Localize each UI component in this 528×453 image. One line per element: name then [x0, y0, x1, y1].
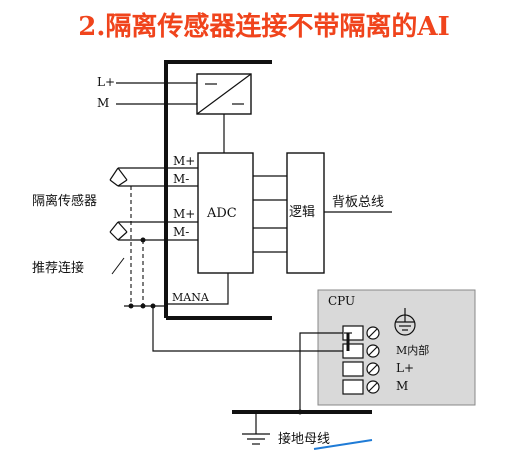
l-plus-label: L+ [97, 75, 116, 89]
adc-block [197, 152, 254, 274]
cpu-terminal-block [342, 325, 364, 395]
m-plus-label-1: M+ [173, 154, 196, 168]
logic-label: 逻辑 [289, 205, 316, 220]
mana-wire [166, 273, 229, 305]
recommended-connection-label: 推荐连接 [32, 261, 85, 276]
recommended-connection-pointer [111, 257, 125, 275]
isolated-sensor-label: 隔离传感器 [32, 194, 98, 209]
ground-symbol-icon [242, 433, 270, 445]
cpu-label: CPU [328, 294, 356, 308]
m-plus-label-2: M+ [173, 207, 196, 221]
m-minus-label-2: M- [173, 225, 190, 239]
module-frame [164, 60, 272, 320]
terminal-screw-icon [366, 326, 380, 394]
diagram-title: 2.隔离传感器连接不带隔离的AI [78, 12, 450, 42]
mana-to-cpu-wire [152, 306, 348, 352]
cpu-m-label: M [396, 379, 409, 393]
ground-symbol-icon [394, 308, 416, 336]
ground-bus-label: 接地母线 [278, 432, 331, 447]
adc-label: ADC [207, 206, 237, 221]
decorative-accent [313, 439, 373, 450]
mana-label: MANA [172, 291, 209, 304]
cpu-ground-wire [299, 332, 343, 412]
recommended-connection-lines [130, 186, 144, 306]
backplane-bus-label: 背板总线 [332, 195, 385, 210]
m-minus-label-1: M- [173, 172, 190, 186]
cpu-l-plus-label: L+ [396, 361, 415, 375]
logic-block [286, 152, 325, 274]
sensor-arrow-icon [109, 167, 168, 187]
m-label: M [97, 96, 110, 110]
supply-wires [116, 82, 197, 105]
cpu-m-internal-label: M内部 [396, 344, 430, 357]
sensor-arrow-icon [109, 221, 168, 241]
terminal-wires [168, 167, 198, 241]
adc-logic-bus [253, 175, 287, 253]
dc-dc-converter-icon [196, 73, 252, 115]
